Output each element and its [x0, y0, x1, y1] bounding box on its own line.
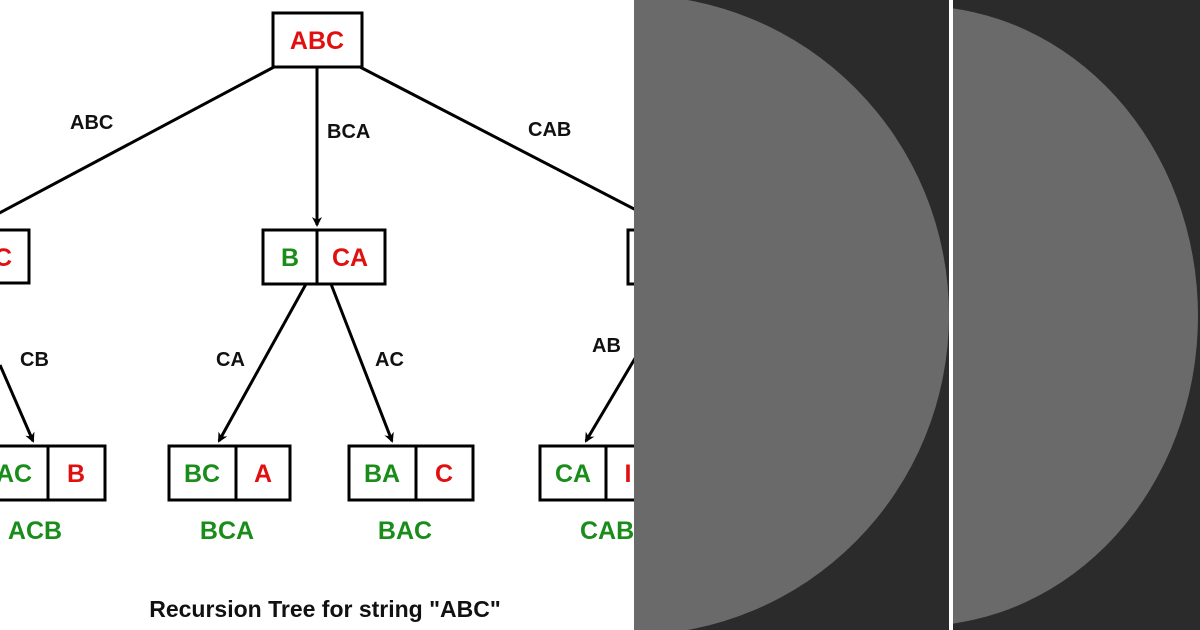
half-circle-left-shape [634, 0, 949, 630]
level2-node-bac-rest: C [435, 460, 453, 488]
level2-node-acb-rest: B [67, 460, 85, 488]
edge-root-to-left [0, 65, 275, 215]
result-label-cab: CAB [580, 517, 634, 545]
root-node [271, 11, 364, 69]
edge-left-to-acb [0, 364, 35, 443]
edge-label-ab: AB [592, 335, 621, 357]
level2-node-bac-fixed: BA [364, 460, 400, 488]
tree-canvas: ABC ABC BCA CAB C B CA CB CA AC AB AC B … [0, 11, 634, 622]
level2-node-cab-rest: I [625, 460, 632, 488]
edge-label-ac: AC [375, 349, 404, 371]
overlay-panel-right [953, 0, 1200, 630]
level1-right-node [626, 228, 634, 286]
level2-node-bca-rest: A [254, 460, 272, 488]
level2-node-acb-fixed: AC [0, 460, 32, 488]
edge-label-abc: ABC [70, 112, 113, 134]
level2-node-bca [167, 444, 292, 502]
edge-label-cab: CAB [528, 119, 571, 141]
root-node-text: ABC [290, 27, 344, 55]
edge-label-cb: CB [20, 349, 49, 371]
edge-label-ca: CA [216, 349, 245, 371]
level2-node-bca-fixed: BC [184, 460, 220, 488]
edge-b-to-bca [217, 283, 308, 443]
overlay-divider [949, 0, 953, 630]
level1-middle-node-rest: CA [332, 244, 368, 272]
level2-node-acb [0, 444, 107, 502]
edge-root-to-right [359, 65, 634, 211]
result-label-acb: ACB [8, 517, 62, 545]
level2-node-cab-fixed: CA [555, 460, 591, 488]
edge-b-to-bac [329, 283, 394, 443]
half-circle-right-shape [953, 6, 1198, 626]
edge-right-to-cab [584, 357, 634, 443]
overlay-panel-left [634, 0, 949, 630]
level1-middle-node [261, 228, 387, 286]
level2-node-cab [538, 444, 634, 502]
edge-label-bca: BCA [327, 121, 370, 143]
diagram-caption: Recursion Tree for string "ABC" [149, 596, 501, 622]
result-label-bac: BAC [378, 517, 432, 545]
level2-node-bac [347, 444, 475, 502]
result-label-bca: BCA [200, 517, 254, 545]
recursion-tree-diagram: ABC ABC BCA CAB C B CA CB CA AC AB AC B … [0, 11, 634, 622]
level1-middle-node-fixed: B [281, 244, 299, 272]
level1-left-node [0, 228, 31, 285]
level1-left-node-rest: C [0, 244, 12, 272]
